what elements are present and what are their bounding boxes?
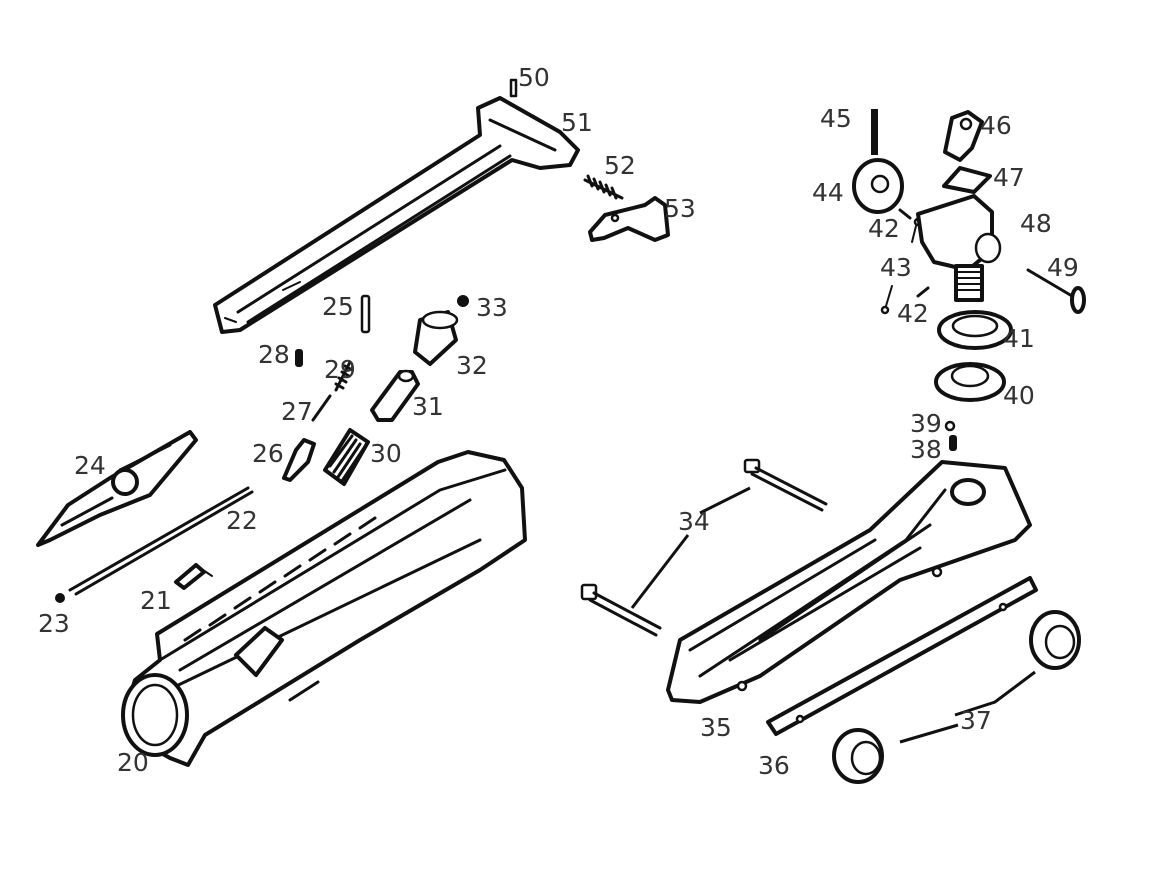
label-20: 20 xyxy=(117,748,149,777)
label-21: 21 xyxy=(140,586,172,615)
spring-30 xyxy=(323,428,370,486)
label-23: 23 xyxy=(38,609,70,638)
label-47: 47 xyxy=(993,163,1025,192)
knob-37-left xyxy=(832,728,884,784)
spring-29 xyxy=(334,360,354,392)
label-38: 38 xyxy=(910,435,942,464)
label-53: 53 xyxy=(664,194,696,223)
label-24: 24 xyxy=(74,451,106,480)
label-31: 31 xyxy=(412,392,444,421)
pin-28 xyxy=(295,349,303,367)
spring-42-lower xyxy=(916,286,930,298)
label-37: 37 xyxy=(960,706,992,735)
screw-33 xyxy=(457,295,469,307)
label-25: 25 xyxy=(322,292,354,321)
label-43: 43 xyxy=(880,253,912,282)
label-27: 27 xyxy=(281,397,313,426)
plunger-31 xyxy=(370,369,420,422)
label-52: 52 xyxy=(604,151,636,180)
forward-assist-21 xyxy=(174,563,213,590)
leader-lines xyxy=(630,486,1036,744)
dust-cover-24 xyxy=(36,430,198,547)
spring-52 xyxy=(583,174,624,200)
label-40: 40 xyxy=(1003,381,1035,410)
label-30: 30 xyxy=(370,439,402,468)
pin-25 xyxy=(360,294,371,334)
windage-knob-44 xyxy=(852,158,904,214)
sight-base-48 xyxy=(916,194,1002,302)
detent-42-upper xyxy=(898,208,912,220)
label-26: 26 xyxy=(252,439,284,468)
spring-plate-47 xyxy=(942,166,992,194)
label-33: 33 xyxy=(476,293,508,322)
label-39: 39 xyxy=(910,409,942,438)
rod-22 xyxy=(68,486,254,596)
charging-handle xyxy=(213,96,580,334)
label-49: 49 xyxy=(1047,253,1079,282)
upper-receiver-20 xyxy=(121,450,527,767)
pin-27 xyxy=(311,394,332,422)
ball-39 xyxy=(944,420,956,432)
ring-40 xyxy=(934,362,1006,402)
part-labels: 20 21 22 23 24 25 26 27 28 29 30 31 32 3… xyxy=(38,63,1079,780)
screw-34-lower xyxy=(580,583,662,637)
label-35: 35 xyxy=(700,713,732,742)
pin-45 xyxy=(871,109,878,155)
spring-38 xyxy=(949,435,957,451)
label-42b: 42 xyxy=(897,299,929,328)
label-44: 44 xyxy=(812,178,844,207)
latch-53 xyxy=(588,196,670,242)
ring-41 xyxy=(937,310,1013,350)
label-48: 48 xyxy=(1020,209,1052,238)
roll-pin-50 xyxy=(509,78,518,98)
label-51: 51 xyxy=(561,108,593,137)
label-28: 28 xyxy=(258,340,290,369)
bushing-32 xyxy=(413,310,459,366)
label-41: 41 xyxy=(1003,324,1035,353)
label-45: 45 xyxy=(820,104,852,133)
knob-37-right xyxy=(1029,610,1081,670)
label-29: 29 xyxy=(324,355,356,384)
label-46: 46 xyxy=(980,111,1012,140)
label-22: 22 xyxy=(226,506,258,535)
screw-34-upper xyxy=(743,458,828,512)
label-42a: 42 xyxy=(868,214,900,243)
lever-26 xyxy=(282,438,316,482)
screw-49 xyxy=(1026,268,1086,314)
label-50: 50 xyxy=(518,63,550,92)
aperture-46 xyxy=(943,110,984,162)
rail-36 xyxy=(766,576,1038,736)
detent-43-lower xyxy=(880,285,893,315)
label-32: 32 xyxy=(456,351,488,380)
label-36: 36 xyxy=(758,751,790,780)
label-34: 34 xyxy=(678,507,710,536)
clip-23 xyxy=(55,593,65,603)
carry-handle-35 xyxy=(666,460,1032,704)
